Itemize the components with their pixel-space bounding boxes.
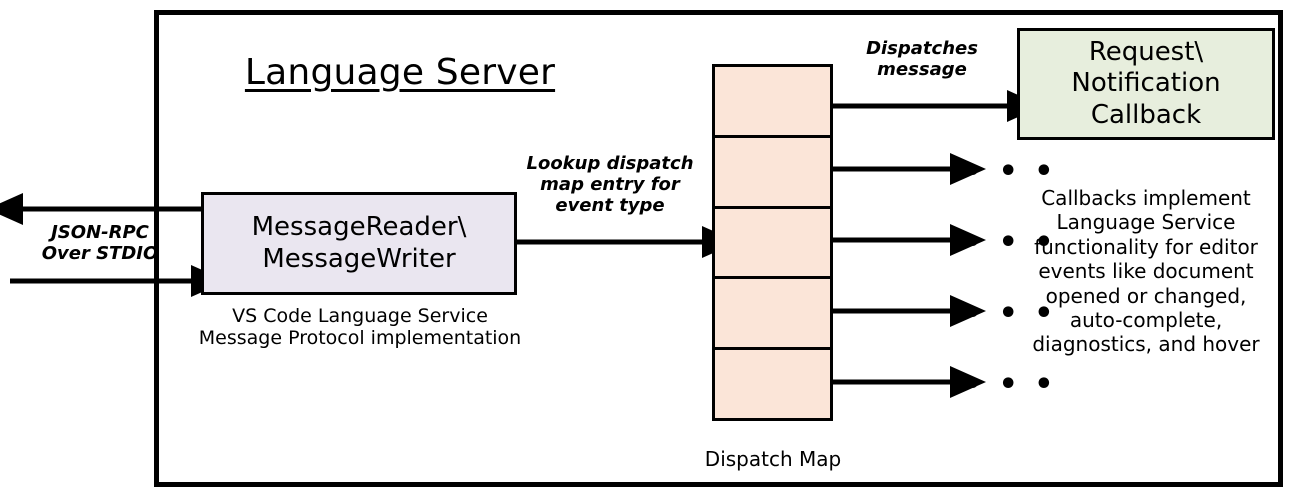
language-server-boundary (154, 10, 1283, 487)
edge-label-dispatches-message: Dispatches message (866, 38, 978, 81)
ellipsis-row-5: • • • (963, 367, 1057, 402)
dispatch-map-caption: Dispatch Map (event_type, callback) (643, 424, 903, 494)
dispatch-map-row[interactable] (715, 138, 830, 209)
dispatch-map-row[interactable] (715, 209, 830, 280)
node-request-notification-callback[interactable]: Request\ Notification Callback (1017, 28, 1275, 140)
page-title: Language Server (244, 52, 556, 93)
dispatch-map-row[interactable] (715, 67, 830, 138)
dispatch-map-caption-line-1: Dispatch Map (704, 446, 842, 471)
node-message-reader-writer-label: MessageReader\ MessageWriter (251, 212, 467, 274)
dispatch-map-row[interactable] (715, 279, 830, 351)
dispatch-map-table[interactable] (712, 64, 833, 421)
ellipsis-row-2: • • • (963, 154, 1057, 189)
node-request-notification-callback-caption: Callbacks implement Language Service fun… (1032, 186, 1260, 357)
ellipsis-row-3: • • • (963, 225, 1057, 260)
node-message-reader-writer-caption: VS Code Language Service Message Protoco… (198, 305, 522, 350)
node-request-notification-callback-label: Request\ Notification Callback (1071, 37, 1221, 130)
transport-label: JSON-RPC Over STDIO (41, 222, 159, 265)
edge-label-lookup-dispatch: Lookup dispatch map entry for event type (526, 153, 694, 217)
ellipsis-row-4: • • • (963, 296, 1057, 331)
node-message-reader-writer[interactable]: MessageReader\ MessageWriter (201, 192, 517, 295)
dispatch-map-row[interactable] (715, 350, 830, 418)
